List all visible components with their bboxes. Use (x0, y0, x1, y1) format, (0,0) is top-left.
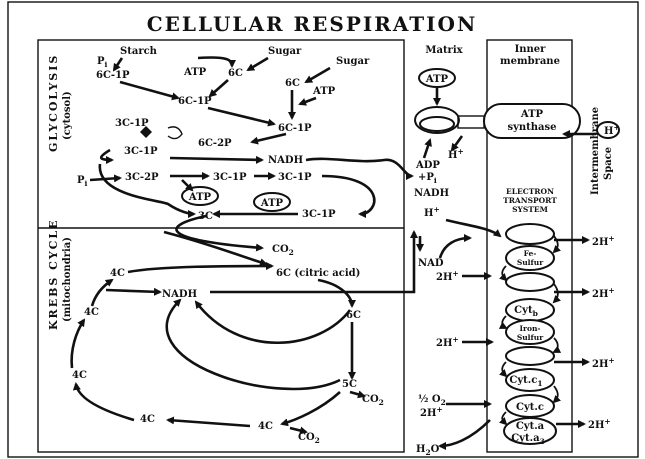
fe-sulfur-label-2: Sulfur (517, 258, 544, 267)
h-out-1: 2H+ (592, 234, 615, 248)
c5: 5C (342, 379, 357, 390)
c4-b: 4C (84, 307, 99, 318)
iron-sulfur-label-1: Iron- (519, 324, 540, 333)
h-out-3: 2H+ (592, 356, 615, 370)
svg-text:GLYCOLYSIS: GLYCOLYSIS (47, 54, 60, 152)
c6-a: 6C (228, 68, 243, 79)
nad-label: NAD (418, 258, 444, 269)
c6-1p-a: 6C-1P (96, 70, 130, 81)
c3-1p-e: 3C-1P (302, 209, 336, 220)
atp-b-label: ATP (312, 86, 336, 97)
ets-label-2: TRANSPORT (503, 196, 557, 205)
inner-membrane-header-1: Inner (515, 44, 547, 55)
cyt-c-label: Cyt.c (516, 402, 544, 413)
ets-label-1: ELECTRON (506, 187, 554, 196)
c4-e: 4C (258, 421, 273, 432)
c3-1p-b: 3C-1P (124, 146, 158, 157)
c3-1p-d: 3C-1P (278, 172, 312, 183)
glycolysis-arrows (90, 57, 412, 214)
atp-a-label: ATP (183, 67, 207, 78)
carrier-1 (506, 224, 554, 244)
h-plus-b: H+ (424, 205, 440, 219)
cyt-a-label: Cyt.a (516, 421, 545, 432)
c4-a: 4C (110, 268, 125, 279)
iron-sulfur-label-2: Sulfur (517, 333, 544, 342)
c3-1p-c: 3C-1P (213, 172, 247, 183)
c4-c: 4C (72, 370, 87, 381)
h-plus-d: 2H+ (436, 335, 459, 349)
adp-up-arrow (424, 140, 430, 158)
svg-text:(mitochondria): (mitochondria) (62, 237, 73, 322)
co2-a: CO2 (272, 244, 294, 257)
ets-label-3: SYSTEM (512, 205, 548, 214)
atp-synthase-label-1: ATP (520, 109, 544, 120)
carrier-6 (506, 347, 554, 365)
co2-c: CO2 (298, 432, 320, 445)
h2o-label: H2O (416, 444, 440, 457)
carrier-3 (506, 273, 554, 291)
atp-oval-a-label: ATP (188, 192, 212, 203)
c3-1p-a: 3C-1P (115, 118, 149, 129)
svg-text:KREBS CYCLE: KREBS CYCLE (47, 219, 60, 330)
pi-matrix-label: +Pi (418, 172, 437, 185)
svg-text:(cytosol): (cytosol) (62, 91, 73, 140)
starch-label: Starch (120, 46, 158, 57)
sugar-a-label: Sugar (268, 46, 302, 57)
pi-label: Pi (97, 56, 108, 69)
ets-chain: Fe- Sulfur Cytb Iron- Sulfur Cyt.c1 Cyt.… (502, 224, 558, 446)
adp-label: ADP (415, 160, 440, 171)
matrix-header: Matrix (425, 45, 463, 56)
atp-matrix-label: ATP (425, 74, 449, 85)
krebs-label: KREBS CYCLE (mitochondria) (47, 219, 73, 330)
page-title: CELLULAR RESPIRATION (147, 12, 478, 36)
glycolysis-label: GLYCOLYSIS (cytosol) (47, 54, 73, 152)
c6-b: 6C (285, 78, 300, 89)
h-out-2: 2H+ (592, 286, 615, 300)
sugar-b-label: Sugar (336, 56, 370, 67)
nadh-matrix: NADH (414, 188, 449, 199)
h-plus-e: 2H+ (420, 405, 443, 419)
c4-d: 4C (140, 414, 155, 425)
c6-2p: 6C-2P (198, 138, 232, 149)
intermembrane-header-1: Intermembrane (590, 107, 601, 195)
c6-1p-c: 6C-1P (278, 123, 312, 134)
cytosol-mito-box (38, 40, 404, 452)
c3-2p: 3C-2P (125, 172, 159, 183)
h-plus-matrix: H+ (448, 147, 464, 161)
atp-synthase-label-2: synthase (507, 122, 556, 133)
fe-sulfur-label-1: Fe- (524, 249, 537, 258)
pi2-label: Pi (77, 175, 88, 188)
h-plus-c: 2H+ (436, 269, 459, 283)
inner-membrane-header-2: membrane (500, 56, 560, 67)
c6-1p-b: 6C-1P (178, 96, 212, 107)
synthase-stalk (458, 116, 484, 128)
co2-b: CO2 (362, 394, 384, 407)
curl-symbol (168, 127, 182, 139)
synthase-head-inner (420, 117, 454, 131)
intermembrane-header-2: Space (603, 147, 614, 180)
proton-pump-arrows (554, 240, 588, 424)
h-out-4: 2H+ (588, 417, 611, 431)
c6-citric: 6C (citric acid) (276, 268, 360, 279)
nadh-a: NADH (268, 155, 303, 166)
nadh-krebs: NADH (162, 289, 197, 300)
atp-oval-b-label: ATP (260, 198, 284, 209)
